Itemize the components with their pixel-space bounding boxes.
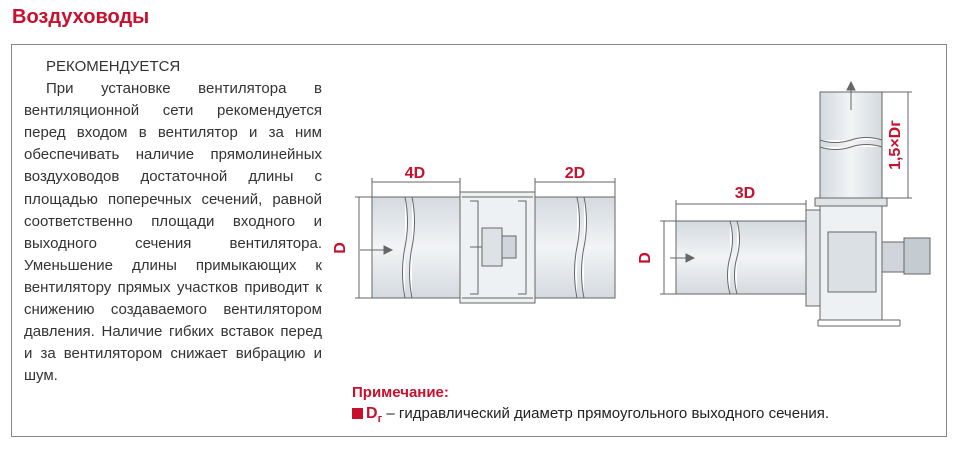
note-symbol: Dг [366, 405, 383, 426]
note-symbol-subscript: г [377, 413, 383, 426]
label-1-5-dg: 1,5×Dг [887, 120, 904, 170]
label-2d: 2D [565, 165, 585, 182]
note-line: Dг – гидравлический диаметр прямоугольно… [352, 403, 829, 430]
page-title: Воздуховоды [12, 6, 150, 28]
note-symbol-letter: D [366, 405, 378, 422]
inline-duct-diagram [355, 178, 616, 304]
recommendation-text: РЕКОМЕНДУЕТСЯ При установке вентилятора … [24, 56, 322, 387]
note-title: Примечание: [352, 384, 449, 401]
label-d-left: D [332, 242, 349, 254]
recommendation-heading: РЕКОМЕНДУЕТСЯ [46, 58, 181, 75]
label-4d: 4D [405, 165, 425, 182]
content-frame [11, 44, 947, 437]
centrifugal-duct-diagram [660, 80, 931, 327]
note-text: гидравлический диаметр прямоугольного вы… [398, 405, 830, 422]
label-d-right: D [637, 252, 654, 264]
label-3d: 3D [735, 185, 755, 202]
note: Примечание: Dг – гидравлический диаметр … [352, 383, 829, 430]
recommendation-body: При установке вентилятора в вентиляционн… [24, 80, 322, 385]
note-dash: – [382, 405, 399, 422]
bullet-square-icon [352, 408, 363, 419]
